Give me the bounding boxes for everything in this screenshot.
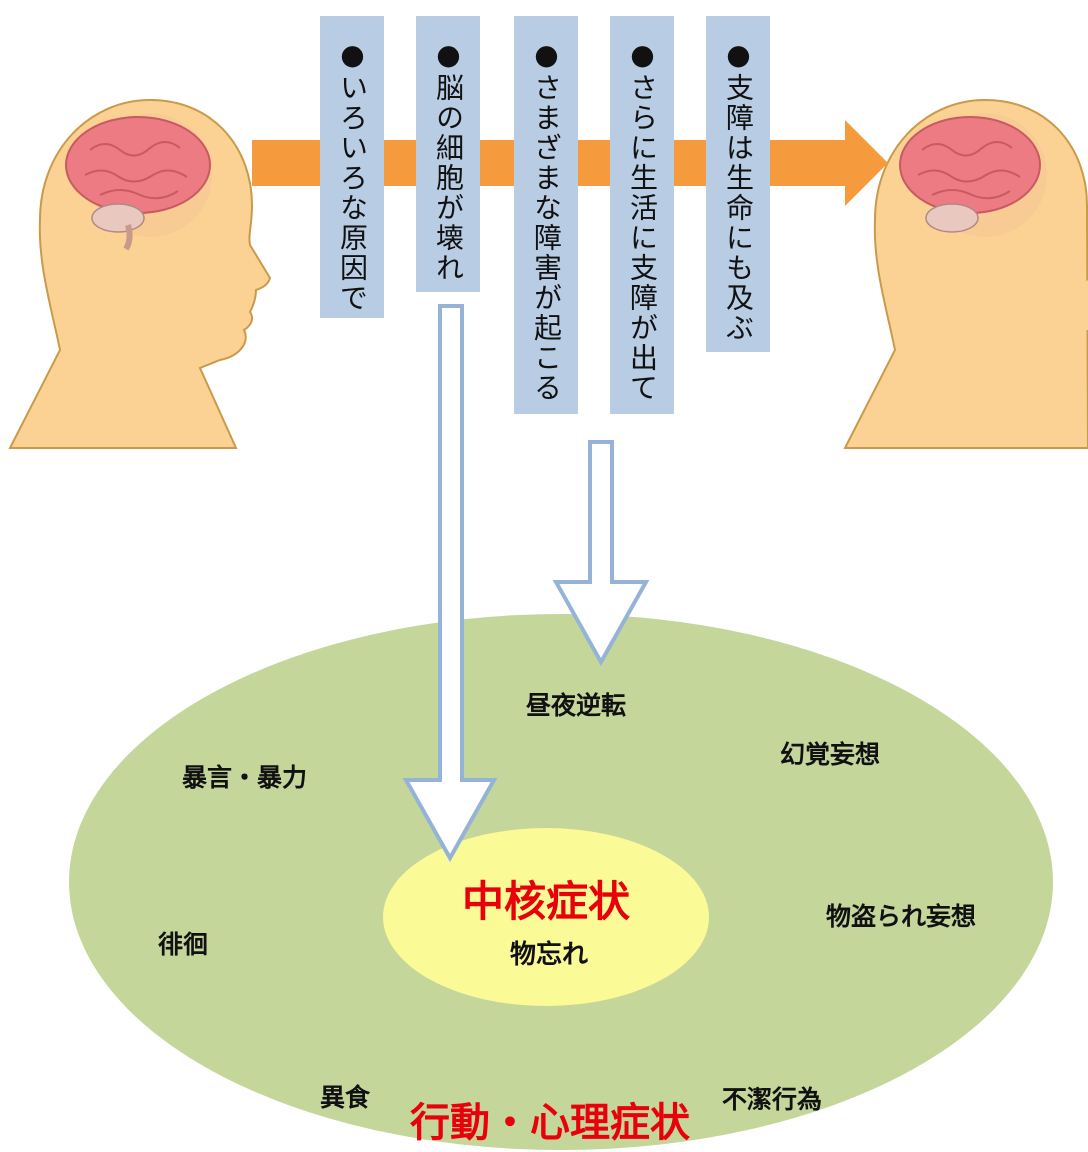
step-box-life-threat: ●支障は生命にも及ぶ: [706, 16, 770, 352]
hollow-arrow-to-core: [402, 304, 498, 863]
step-text-life-threat: ●支障は生命にも及ぶ: [722, 38, 755, 343]
core-ellipse: [383, 828, 709, 1006]
left-head-icon: [8, 98, 272, 449]
right-head-icon: [843, 98, 1088, 449]
step-box-disorders: ●さまざまな障害が起こる: [514, 16, 578, 414]
step-box-daily-life: ●さらに生活に支障が出て: [610, 16, 674, 414]
symptom-wandering: 徘徊: [158, 930, 209, 959]
symptom-night-day: 昼夜逆転: [526, 691, 627, 720]
bpsd-title: 行動・心理症状: [410, 1100, 690, 1146]
step-text-cause: ●いろいろな原因で: [336, 38, 369, 313]
step-box-cause: ●いろいろな原因で: [320, 16, 384, 318]
step-text-brain-cells: ●脳の細胞が壊れ: [432, 38, 465, 283]
core-title: 中核症状: [462, 877, 631, 926]
symptom-unclean: 不潔行為: [722, 1085, 823, 1114]
step-text-daily-life: ●さらに生活に支障が出て: [626, 38, 659, 403]
symptom-pica: 異食: [320, 1083, 371, 1112]
symptom-violence: 暴言・暴力: [182, 763, 308, 792]
core-symptom-forgetfulness: 物忘れ: [510, 940, 589, 970]
step-text-disorders: ●さまざまな障害が起こる: [530, 38, 563, 403]
step-box-brain-cells: ●脳の細胞が壊れ: [416, 16, 480, 292]
symptom-theft-delusion: 物盗られ妄想: [826, 902, 977, 931]
symptom-hallucination: 幻覚妄想: [780, 740, 881, 769]
hollow-arrow-to-bpsd: [552, 440, 650, 667]
